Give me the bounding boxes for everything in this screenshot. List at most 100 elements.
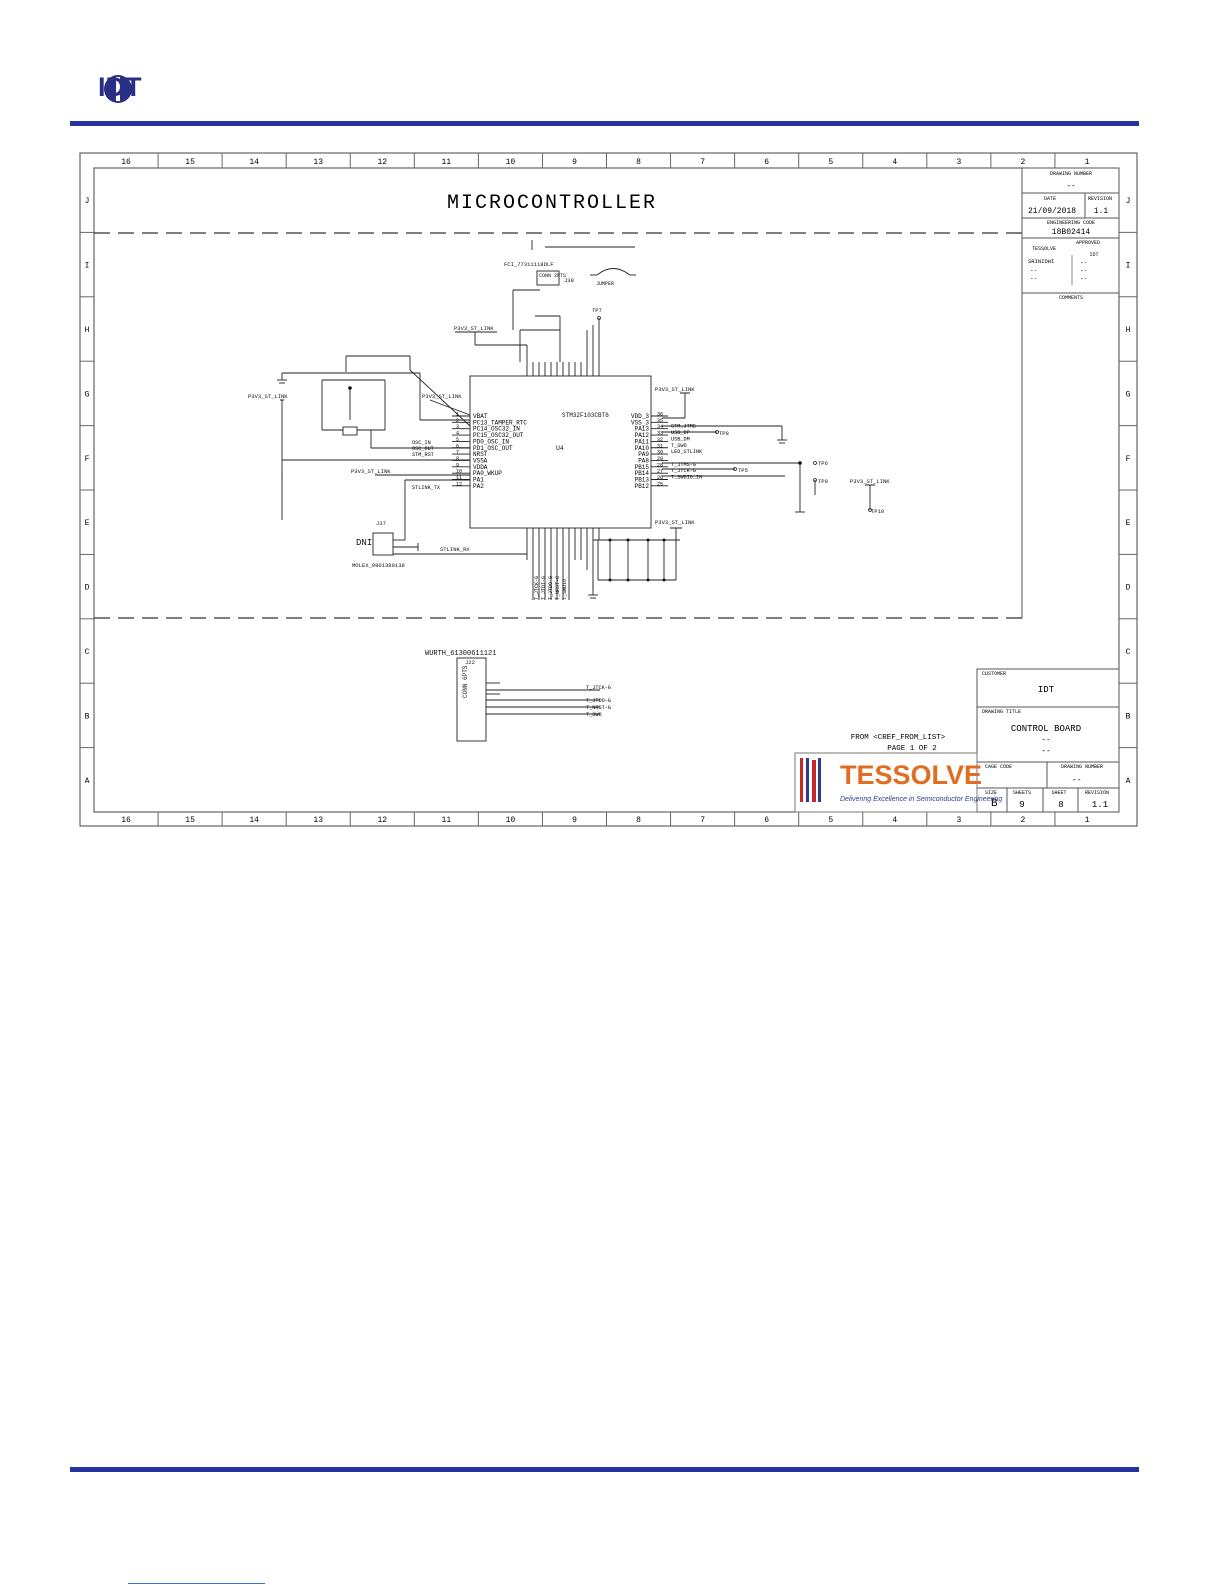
u4-left-pin-number: 4 — [456, 431, 459, 437]
u4-right-pin-name: PA9 — [638, 451, 649, 458]
u4-right-pin-number: 28 — [657, 462, 663, 468]
j38-ref: J38 — [564, 277, 574, 284]
row-label-left: E — [85, 519, 90, 528]
u4-right-pin-number: 27 — [657, 469, 663, 475]
approver-6: -- — [1080, 275, 1087, 282]
title-block-bottom: CUSTOMER IDT DRAWING TITLE CONTROL BOARD… — [976, 668, 1120, 813]
col-label-top: 11 — [442, 158, 452, 167]
power-net-left: P3V3_ST_LINK — [422, 393, 462, 400]
u4-left-pin-name: PD1_OSC_OUT — [473, 445, 513, 452]
u4-left-pin-name: PC14_OSC32_IN — [473, 426, 520, 433]
col-label-top: 12 — [377, 158, 387, 167]
j37-part: MOLEX_0901380138 — [352, 562, 405, 569]
j22-net-label: T_SWO — [586, 712, 602, 718]
size-value: B — [991, 798, 998, 810]
comments-label: COMMENTS — [1059, 295, 1083, 301]
u4-right-net-label: USB_DP — [671, 430, 690, 436]
approver-2: -- — [1030, 267, 1037, 274]
col-label-bottom: 4 — [892, 816, 897, 825]
row-label-right: A — [1126, 777, 1131, 786]
u4-right-pin-number: 26 — [657, 475, 663, 481]
col-label-top: 13 — [313, 158, 323, 167]
u4-left-pin-number: 5 — [456, 437, 459, 443]
eng-code-value: 18B02414 — [1052, 228, 1091, 237]
col-label-top: 5 — [828, 158, 833, 167]
j22-net-label: T_NRST-G — [586, 705, 611, 711]
drawing-number2-value: -- — [1072, 776, 1082, 785]
u4-left-pin-number: 6 — [456, 443, 459, 449]
j22-net-label: T_JTDO-G — [586, 698, 611, 704]
row-label-right: G — [1126, 390, 1131, 399]
drawing-number-label: DRAWING NUMBER — [1050, 171, 1092, 177]
revision-value: 1.1 — [1094, 207, 1109, 216]
row-label-left: I — [85, 262, 90, 271]
u4-right-pin-name: PA12 — [635, 432, 650, 439]
col-label-bottom: 3 — [956, 816, 961, 825]
u4-right-pin-name: PB15 — [635, 464, 650, 471]
col-label-bottom: 15 — [185, 816, 195, 825]
customer-value: IDT — [1038, 685, 1055, 695]
u4-left-pin-number: 12 — [456, 481, 462, 487]
row-label-right: J — [1126, 197, 1131, 206]
u4-left-pin-number: 9 — [456, 462, 459, 468]
col-label-bottom: 12 — [377, 816, 387, 825]
u4-left-pin-number: 2 — [456, 418, 459, 424]
eng-code-label: ENGINEERING CODE — [1047, 220, 1095, 226]
u4-right-pin-name: PA8 — [638, 457, 649, 464]
header-rule — [70, 121, 1139, 126]
u4-right-net-label: T_SWDIO_IN — [671, 475, 702, 481]
col-label-top: 6 — [764, 158, 769, 167]
col-label-bottom: 1 — [1085, 816, 1090, 825]
u4-right-pin-name: PB13 — [635, 477, 650, 484]
u4-right-pin-number: 30 — [657, 450, 663, 456]
col-label-bottom: 11 — [442, 816, 452, 825]
test-points — [597, 316, 872, 512]
sheet-label: SHEET — [1051, 790, 1066, 796]
col-label-top: 10 — [506, 158, 516, 167]
u4-right-pin-number: 35 — [657, 418, 663, 424]
cref-from-text: FROM <CREF_FROM_LIST> — [851, 734, 946, 742]
row-label-right: H — [1126, 326, 1131, 335]
power-net-far-left: P3V3_ST_LINK — [248, 393, 288, 400]
approver-4: -- — [1080, 259, 1087, 266]
row-label-right: C — [1126, 648, 1131, 657]
u4-right-pin-name: PA11 — [635, 438, 650, 445]
u4-right-net-label: T_JTMS-G — [671, 462, 696, 468]
footer-rule — [70, 1467, 1139, 1472]
approved-idt-label: IDT — [1089, 252, 1098, 258]
jumper-label: JUMPER — [596, 281, 614, 287]
sheets-label: SHEETS — [1013, 790, 1031, 796]
u4-bottom-net-label: T_NRST-G — [555, 576, 561, 600]
row-label-left: J — [85, 197, 90, 206]
tessolve-logo: TESSOLVE Delivering Excellence in Semico… — [794, 752, 1002, 813]
u4-left-pin-name: VSSA — [473, 457, 488, 464]
col-label-top: 4 — [892, 158, 897, 167]
j22-part: WURTH_61300611121 — [425, 650, 496, 658]
u4-right-net-label: STM_JTMS — [671, 424, 696, 430]
u4-right-net-label: USB_DM — [671, 436, 690, 442]
drawing-number2-label: DRAWING NUMBER — [1061, 764, 1103, 770]
sheet-title: MICROCONTROLLER — [447, 192, 657, 215]
u4-left-pin-name: VDDA — [473, 464, 488, 471]
col-label-top: 7 — [700, 158, 705, 167]
u4-right-net-label: LED_STLINK — [671, 449, 703, 455]
power-net-u4-right: P3V3_ST_LINK — [655, 386, 695, 393]
col-label-top: 14 — [249, 158, 259, 167]
power-net-nrst: P3V3_ST_LINK — [351, 468, 391, 475]
idt-logo-mark — [104, 75, 132, 103]
u4-left-pin-name: PA0_WKUP — [473, 470, 502, 477]
u4-right-net-label: T_JTCK-G — [671, 468, 696, 474]
junction-dots — [348, 386, 802, 582]
tessolve-logo-text: TESSOLVE — [840, 760, 982, 790]
row-label-right: D — [1126, 584, 1131, 593]
j22-conn: CONN 6PTS — [462, 665, 469, 698]
row-label-left: H — [85, 326, 90, 335]
dni-label: DNI — [356, 538, 372, 548]
stlink-rx-net: STLINK_RX — [440, 546, 470, 553]
j37-ref: J37 — [376, 520, 386, 527]
u4-right-pin-name: PA10 — [635, 445, 650, 452]
row-label-right: F — [1126, 455, 1131, 464]
u4-left-net-label: OSC_OUT — [412, 446, 434, 452]
u4-left-net-label: STLINK_TX — [412, 485, 441, 491]
drawing-title-label: DRAWING TITLE — [982, 709, 1021, 715]
